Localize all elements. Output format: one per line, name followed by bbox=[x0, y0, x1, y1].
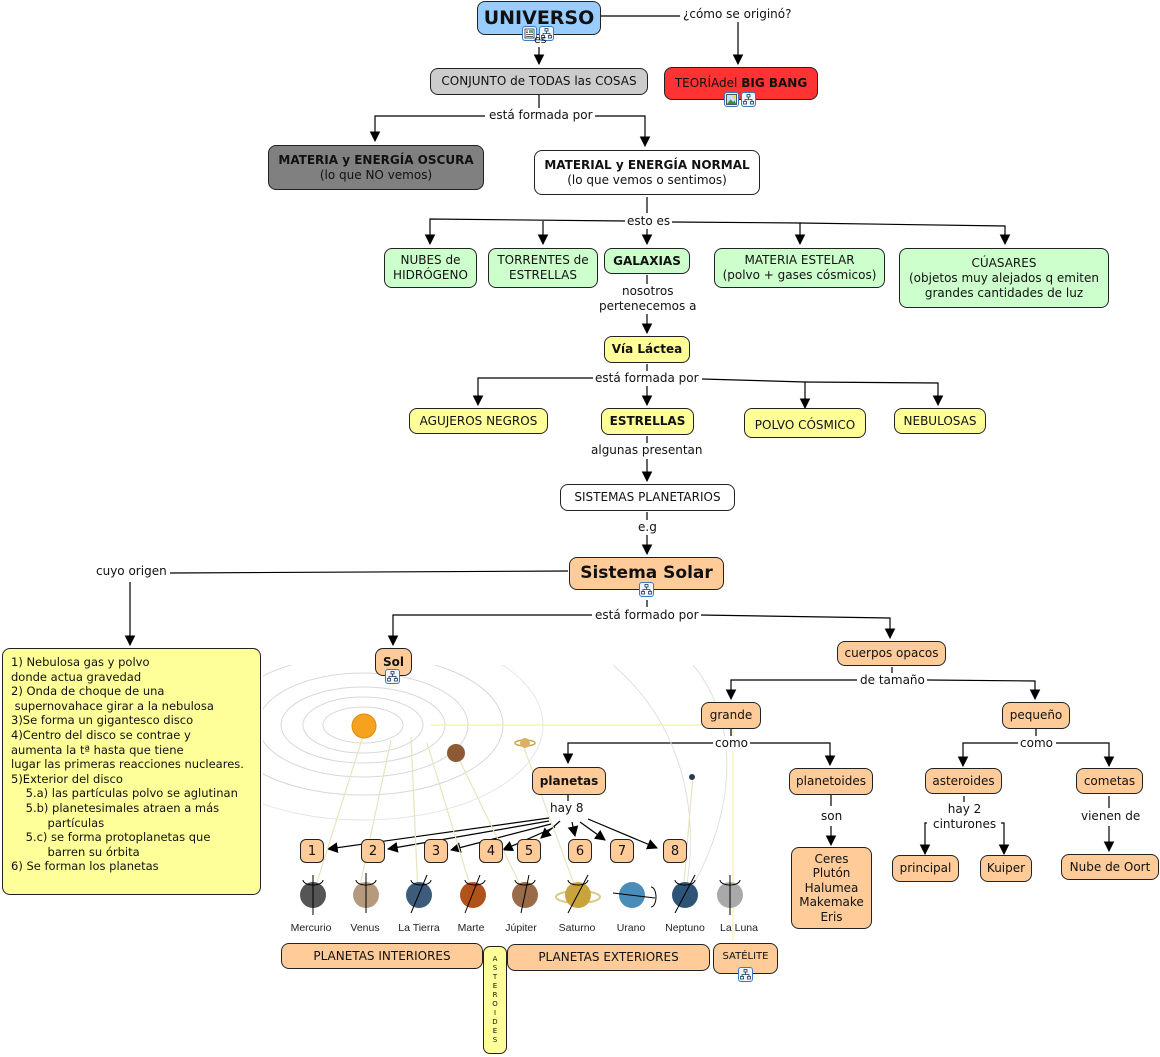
node-galaxias[interactable]: GALAXIAS bbox=[604, 248, 690, 274]
planet-label-mercurio: Mercurio bbox=[290, 922, 332, 934]
node-torrentes-estrellas[interactable]: TORRENTES de ESTRELLAS bbox=[488, 248, 598, 288]
link-label-cuyo-origen: cuyo origen bbox=[94, 564, 169, 579]
node-agujeros-negros[interactable]: AGUJEROS NEGROS bbox=[409, 408, 548, 434]
node-planet-number[interactable]: 5 bbox=[517, 839, 541, 863]
planet-label-venus: Venus bbox=[350, 922, 380, 934]
node-conjunto[interactable]: CONJUNTO de TODAS las COSAS bbox=[430, 68, 648, 95]
node-cuasares[interactable]: CÚASARES (objetos muy alejados q emiten … bbox=[899, 248, 1109, 308]
node-polvo-cosmico[interactable]: POLVO CÓSMICO bbox=[744, 408, 866, 438]
node-nube-oort[interactable]: Nube de Oort bbox=[1061, 854, 1159, 880]
planet-label-saturno: Saturno bbox=[558, 922, 596, 934]
asteroides-letter: A bbox=[492, 955, 498, 963]
node-planet-number[interactable]: 8 bbox=[663, 839, 687, 863]
link-label-via-esta-formada-por: está formada por bbox=[593, 371, 701, 386]
link-label-como-se-origino: ¿cómo se originó? bbox=[681, 7, 794, 22]
node-materia-oscura-subtitle: (lo que NO vemos) bbox=[319, 167, 433, 182]
origin-note[interactable]: 1) Nebulosa gas y polvo donde actua grav… bbox=[2, 648, 261, 895]
link-label-esta-formado-por: está formado por bbox=[593, 608, 701, 623]
node-universo-label: UNIVERSO bbox=[483, 6, 595, 29]
asteroides-letter: O bbox=[492, 1000, 498, 1008]
planet-label-la-luna: La Luna bbox=[720, 922, 758, 934]
node-kuiper[interactable]: Kuiper bbox=[980, 855, 1032, 882]
planet-label-neptuno: Neptuno bbox=[665, 922, 705, 934]
node-materia-normal-subtitle: (lo que vemos o sentimos) bbox=[567, 172, 727, 187]
node-principal[interactable]: principal bbox=[892, 855, 959, 882]
link-label-es: es bbox=[534, 33, 547, 46]
node-via-lactea[interactable]: Vía Láctea bbox=[604, 336, 690, 363]
node-planet-number[interactable]: 6 bbox=[568, 839, 592, 863]
node-planetas-interiores[interactable]: PLANETAS INTERIORES bbox=[281, 943, 483, 969]
solar-system-illustration bbox=[263, 665, 743, 940]
concept-map-icon[interactable] bbox=[741, 92, 756, 107]
link-label-hay-8: hay 8 bbox=[548, 801, 586, 816]
concept-map-icon[interactable] bbox=[738, 967, 753, 982]
node-satelite[interactable]: SATÉLITE bbox=[713, 943, 778, 974]
node-materia-oscura-title: MATERIA y ENERGÍA OSCURA bbox=[278, 152, 474, 167]
concept-map-icon[interactable] bbox=[385, 669, 400, 684]
node-planet-number[interactable]: 7 bbox=[610, 839, 634, 863]
asteroides-letter: I bbox=[493, 1009, 497, 1017]
asteroides-letter: T bbox=[492, 973, 498, 981]
asteroides-letter: D bbox=[492, 1018, 498, 1026]
node-planetas[interactable]: planetas bbox=[532, 767, 606, 795]
node-planet-number[interactable]: 4 bbox=[479, 839, 503, 863]
node-cuerpos-opacos[interactable]: cuerpos opacos bbox=[837, 641, 946, 666]
node-planetas-exteriores[interactable]: PLANETAS EXTERIORES bbox=[507, 944, 710, 971]
link-label-son: son bbox=[819, 809, 845, 824]
node-big-bang-bold: BIG BANG bbox=[741, 76, 808, 90]
node-asteroides-belt[interactable]: A S T E R O I D E S bbox=[483, 946, 507, 1054]
link-label-como-pequeno: como bbox=[1018, 736, 1055, 751]
node-materia-normal[interactable]: MATERIAL y ENERGÍA NORMAL(lo que vemos o… bbox=[534, 150, 760, 195]
link-label-como-grande: como bbox=[713, 736, 750, 751]
link-label-esta-formada-por: está formada por bbox=[487, 108, 595, 123]
planet-label-urano: Urano bbox=[616, 922, 646, 934]
link-label-hay-2-cinturones: hay 2 cinturones bbox=[931, 802, 999, 832]
node-big-bang-prefix: TEORÍAdel bbox=[674, 76, 742, 90]
concept-map-icon[interactable] bbox=[639, 582, 654, 597]
asteroides-letter: E bbox=[492, 982, 498, 990]
node-materia-normal-title: MATERIAL y ENERGÍA NORMAL bbox=[544, 157, 750, 172]
node-sistemas-planetarios[interactable]: SISTEMAS PLANETARIOS bbox=[560, 484, 735, 511]
node-grande[interactable]: grande bbox=[701, 702, 761, 729]
link-label-de-tamano: de tamaño bbox=[858, 673, 927, 688]
node-pequeno[interactable]: pequeño bbox=[1002, 702, 1070, 729]
asteroides-letter: R bbox=[492, 991, 498, 999]
planet-label-jupiter: Júpiter bbox=[505, 922, 537, 934]
node-planet-number[interactable]: 3 bbox=[424, 839, 448, 863]
link-label-nosotros-pertenecemos-a: nosotros pertenecemos a bbox=[597, 284, 699, 314]
node-nubes-hidrogeno[interactable]: NUBES de HIDRÓGENO bbox=[384, 248, 477, 288]
document-icon[interactable] bbox=[522, 26, 537, 41]
node-estrellas[interactable]: ESTRELLAS bbox=[601, 408, 694, 435]
asteroides-letter: E bbox=[492, 1027, 498, 1035]
image-icon[interactable] bbox=[724, 92, 739, 107]
node-materia-oscura[interactable]: MATERIA y ENERGÍA OSCURA(lo que NO vemos… bbox=[268, 145, 484, 190]
node-asteroides[interactable]: asteroides bbox=[925, 768, 1002, 794]
planet-label-marte: Marte bbox=[457, 922, 485, 934]
link-label-eg: e.g bbox=[636, 520, 659, 535]
link-label-esto-es: esto es bbox=[625, 214, 673, 229]
link-label-algunas-presentan: algunas presentan bbox=[589, 443, 705, 458]
node-nebulosas[interactable]: NEBULOSAS bbox=[894, 408, 986, 434]
node-materia-estelar[interactable]: MATERIA ESTELAR (polvo + gases cósmicos) bbox=[714, 248, 885, 288]
node-planet-number[interactable]: 1 bbox=[300, 839, 324, 863]
asteroides-letter: S bbox=[492, 964, 498, 972]
node-cometas[interactable]: cometas bbox=[1076, 768, 1143, 794]
planet-label-la-tierra: La Tierra bbox=[398, 922, 440, 934]
node-planetoides-list[interactable]: Ceres Plutón Halumea Makemake Eris bbox=[791, 847, 872, 929]
link-label-vienen-de: vienen de bbox=[1079, 809, 1143, 824]
node-planet-number[interactable]: 2 bbox=[361, 839, 385, 863]
concept-map-icon[interactable] bbox=[539, 26, 554, 41]
node-planetoides[interactable]: planetoides bbox=[789, 768, 873, 795]
asteroides-letter: S bbox=[492, 1036, 498, 1044]
